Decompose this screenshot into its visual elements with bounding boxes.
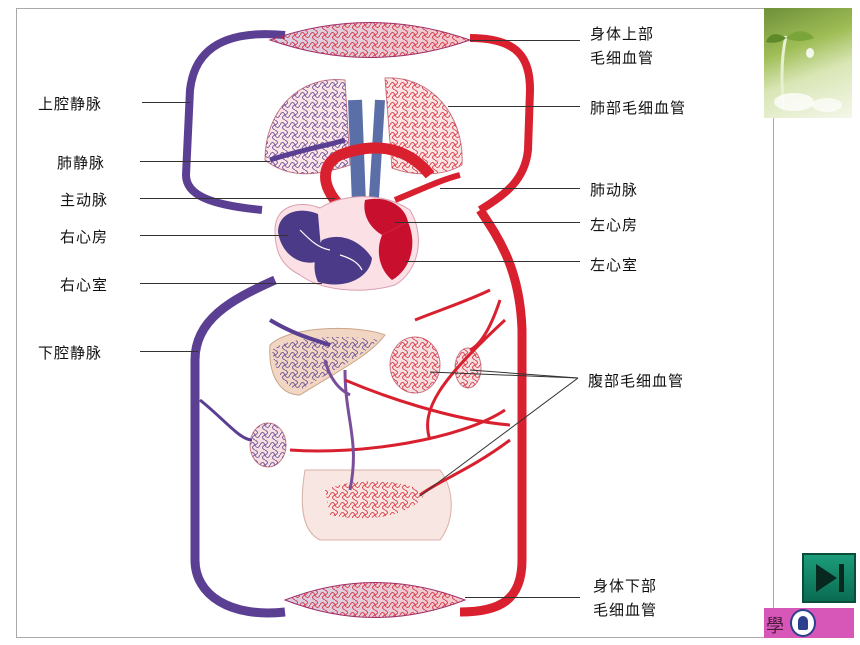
play-end-icon [816, 564, 844, 592]
leader-right-ventricle [140, 283, 322, 284]
school-seal-icon [790, 609, 816, 637]
label-lower-body-capillaries-1: 身体下部 [593, 577, 658, 595]
pulmonary-artery-vessel [393, 172, 461, 203]
pulmonary-vein-vessel [269, 137, 346, 163]
label-pulmonary-capillaries: 肺部毛细血管 [590, 99, 687, 117]
left-atrium-chamber [364, 198, 408, 235]
label-pulmonary-vein: 肺静脉 [57, 154, 106, 172]
leader-aorta [140, 198, 335, 199]
leader-lower-body [465, 597, 580, 598]
label-left-atrium: 左心房 [590, 216, 639, 234]
right-atrium-chamber [278, 210, 322, 263]
left-ventricle-chamber [378, 222, 413, 280]
label-right-ventricle: 右心室 [60, 276, 109, 294]
superior-vena-cava-vessel [181, 30, 286, 214]
label-upper-body-capillaries-2: 毛细血管 [590, 49, 655, 67]
leader-right-atrium [140, 235, 288, 236]
label-aorta: 主动脉 [60, 191, 109, 209]
label-lower-body-capillaries-2: 毛细血管 [593, 601, 658, 619]
leader-superior-vena-cava [142, 102, 190, 103]
label-right-atrium: 右心房 [60, 228, 109, 246]
leader-left-ventricle [405, 261, 580, 262]
label-pulmonary-artery: 肺动脉 [590, 181, 639, 199]
inferior-vena-cava-vessel [190, 275, 286, 618]
leader-pulmonary-artery [440, 188, 580, 189]
label-abdominal-capillaries: 腹部毛细血管 [588, 372, 685, 390]
descending-aorta-vessel [459, 207, 527, 617]
label-upper-body-capillaries-1: 身体上部 [590, 25, 655, 43]
label-superior-vena-cava: 上腔静脉 [38, 95, 103, 113]
right-ventricle-chamber [314, 236, 372, 285]
leader-inferior-vena-cava [140, 351, 198, 352]
label-left-ventricle: 左心室 [590, 256, 639, 274]
badge-script-text: 學 [766, 616, 784, 637]
leader-left-atrium [395, 222, 580, 223]
sprout-photo [764, 8, 852, 118]
school-badge: 學 [764, 608, 854, 638]
leader-pulmonary-vein [140, 161, 270, 162]
leader-pulmonary-capillaries [448, 106, 580, 107]
label-inferior-vena-cava: 下腔静脉 [38, 344, 103, 362]
leader-upper-body [470, 40, 580, 41]
upper-aorta-vessel [469, 34, 535, 214]
next-slide-button[interactable] [802, 553, 856, 603]
